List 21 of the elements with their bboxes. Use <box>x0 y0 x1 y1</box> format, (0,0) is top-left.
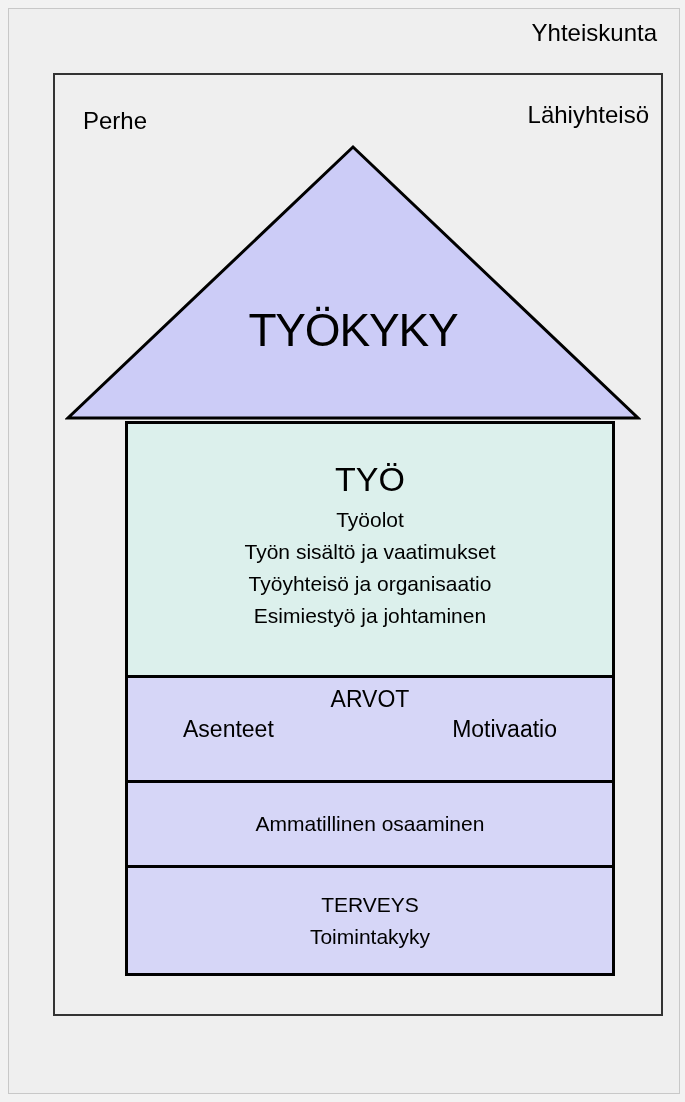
house-section <box>125 675 615 783</box>
section-title: ARVOT <box>330 685 410 714</box>
section-item: Asenteet <box>183 715 274 744</box>
frame-title: Lähiyhteisö <box>527 100 649 130</box>
section-title: TYÖ <box>335 458 405 500</box>
roof-title: TYÖKYKY <box>248 303 458 358</box>
section-item: Motivaatio <box>452 715 557 744</box>
frame-title: Yhteiskunta <box>531 18 657 48</box>
section-item: Työn sisältö ja vaatimukset <box>244 538 496 565</box>
community-frame <box>53 73 663 1016</box>
section-item: Esimiestyö ja johtaminen <box>253 602 487 629</box>
section-item: Työyhteisö ja organisaatio <box>248 570 492 597</box>
society-frame <box>8 8 680 1094</box>
frame-title: Perhe <box>83 106 148 136</box>
section-item: Ammatillinen osaaminen <box>255 811 485 837</box>
section-item: Toimintakyky <box>309 923 431 950</box>
house-section <box>125 865 615 976</box>
house-section <box>125 421 615 678</box>
section-title: TERVEYS <box>321 891 419 918</box>
house-section <box>125 780 615 868</box>
section-item: Työolot <box>336 506 404 533</box>
